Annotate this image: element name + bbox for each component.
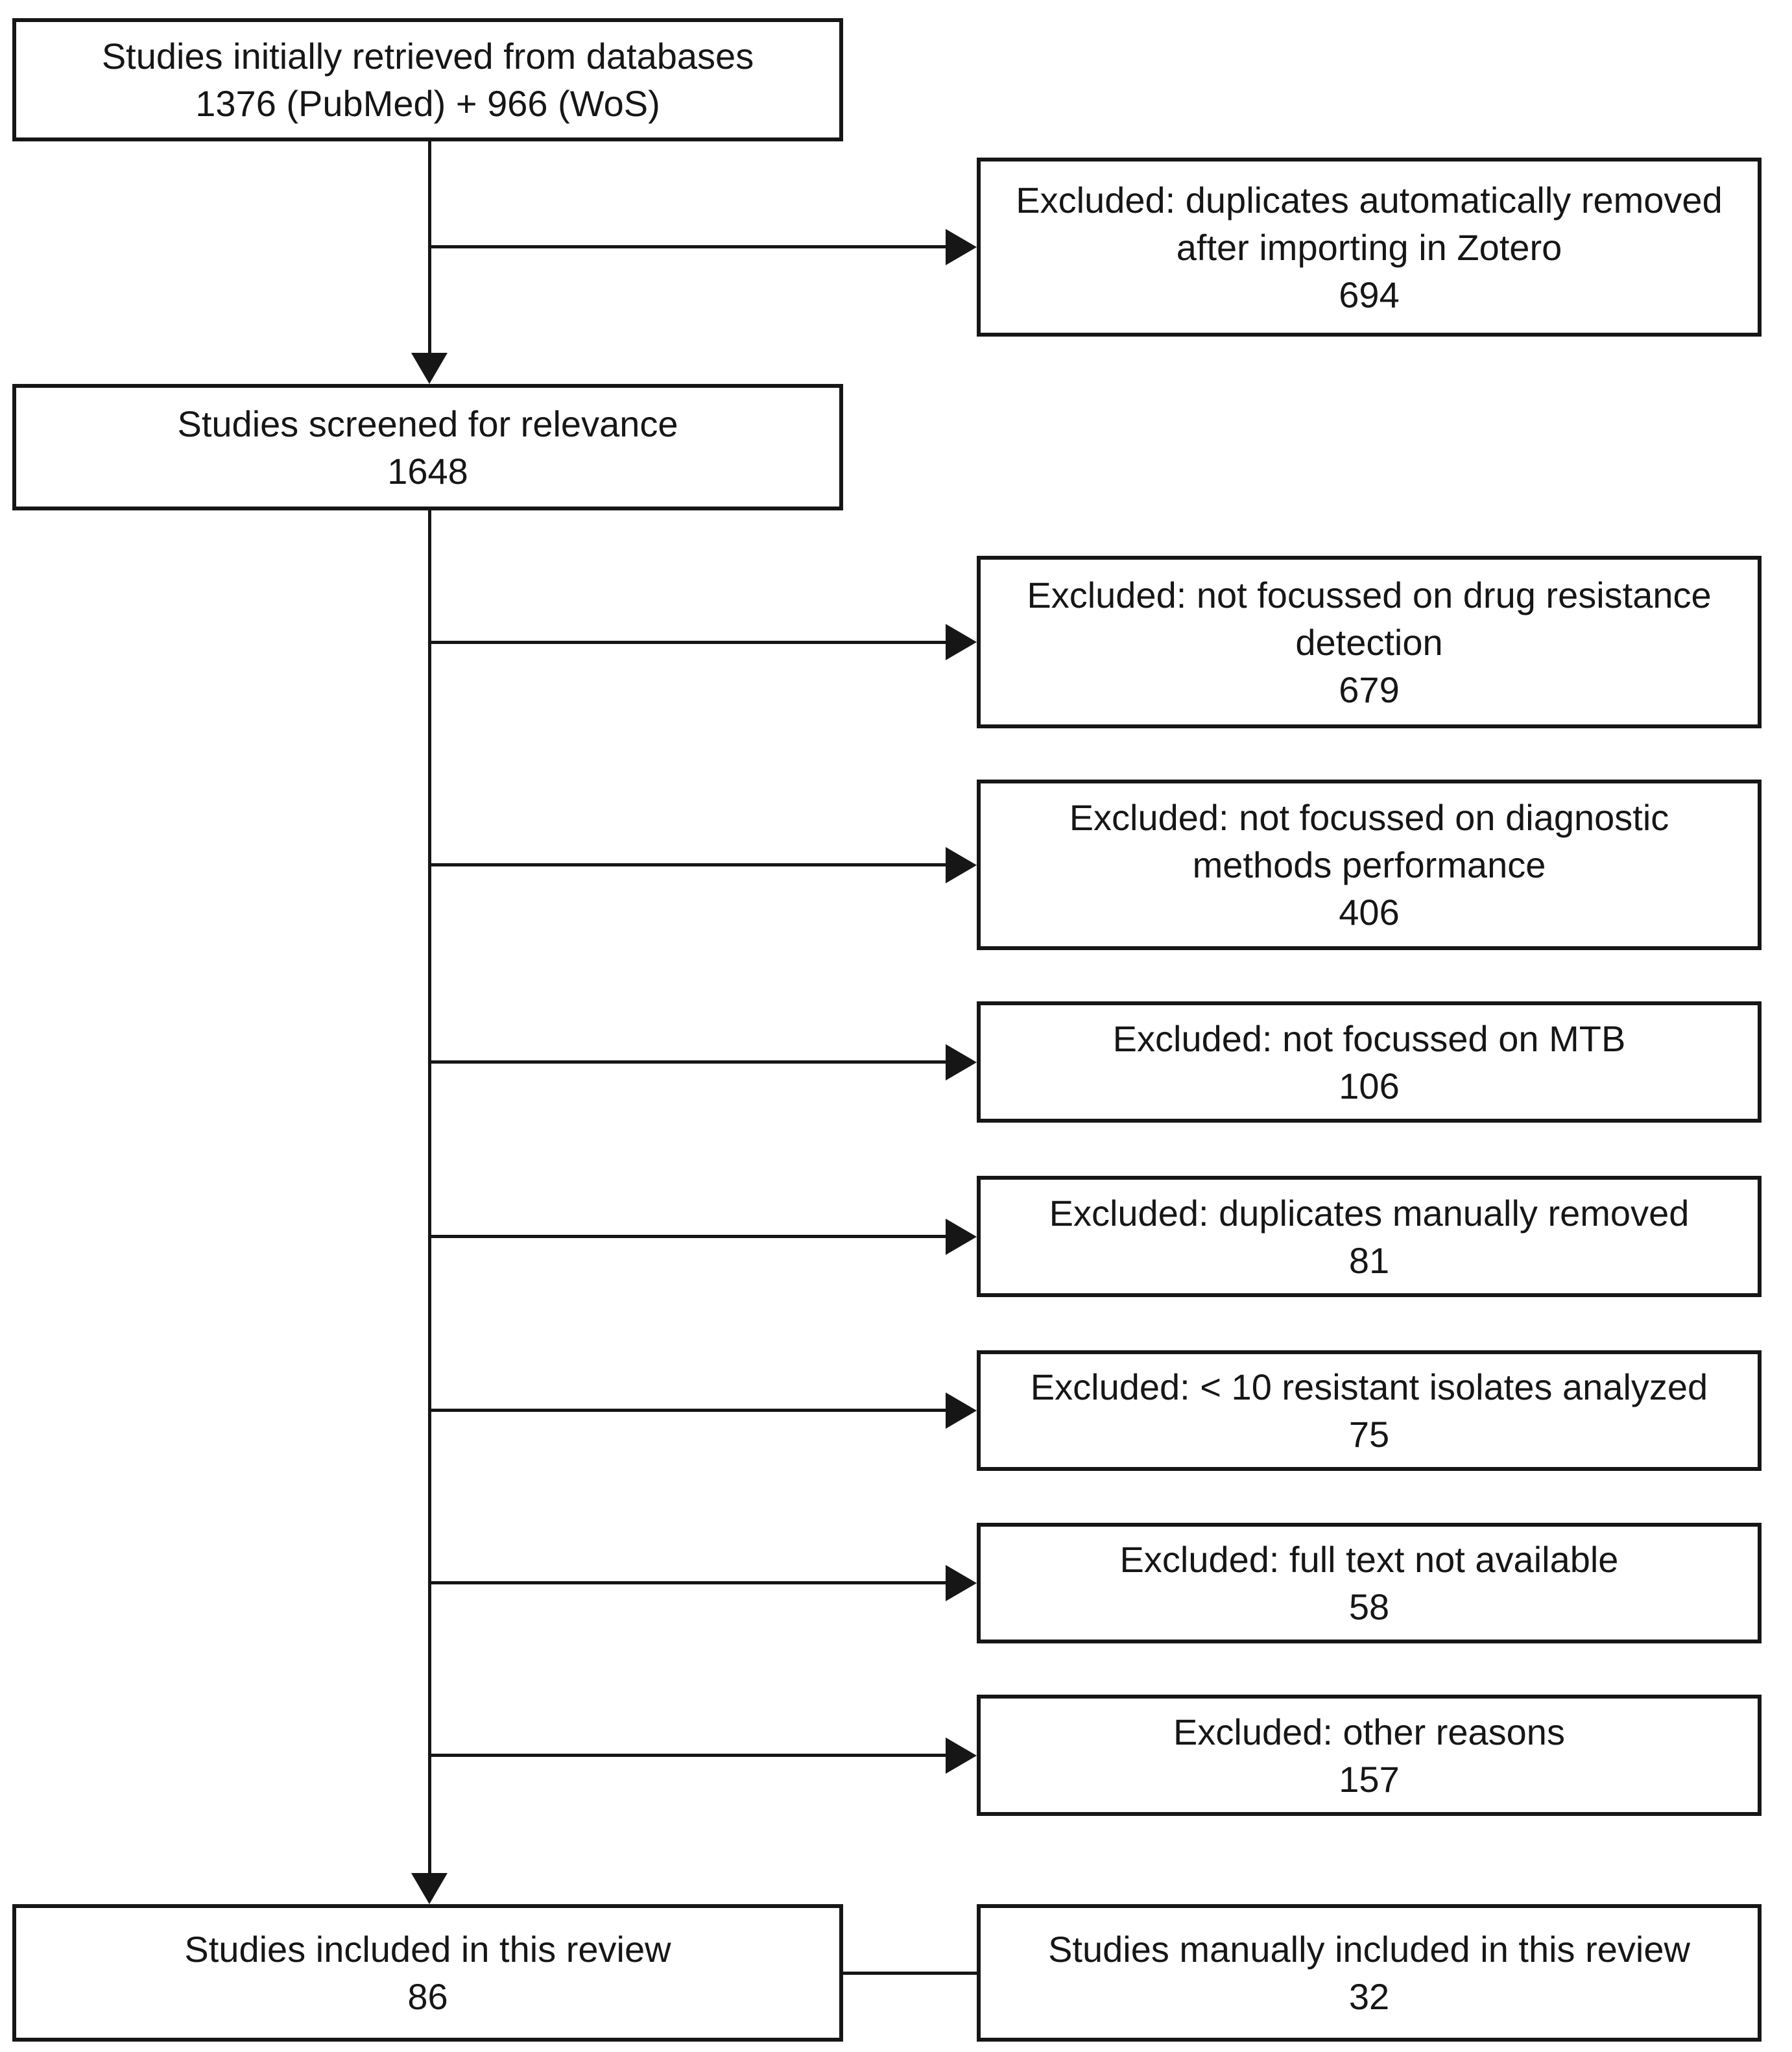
arrow-to-excluded-drug-resistance-line (429, 641, 947, 644)
text-line: detection (1295, 621, 1443, 663)
arrow-to-excluded-fulltext-line (429, 1581, 947, 1584)
text-line: Excluded: full text not available (1119, 1539, 1619, 1580)
arrowhead-to-excluded-fulltext (946, 1565, 977, 1601)
text-line: 32 (1348, 1976, 1390, 2017)
text-line: 1648 (387, 450, 468, 492)
box-studies-retrieved: Studies initially retrieved from databas… (12, 18, 843, 141)
text-line: Excluded: duplicates manually removed (1049, 1192, 1690, 1234)
arrowhead-to-excluded-drug-resistance (946, 624, 977, 660)
box-excluded-fulltext: Excluded: full text not available 58 (977, 1523, 1762, 1643)
text-line: after importing in Zotero (1176, 226, 1562, 268)
text-line: methods performance (1192, 844, 1546, 885)
box-excluded-manual-duplicates: Excluded: duplicates manually removed 81 (977, 1176, 1762, 1297)
text-line: 157 (1339, 1758, 1400, 1800)
arrow-to-excluded-few-isolates-line (429, 1409, 947, 1412)
box-excluded-other: Excluded: other reasons 157 (977, 1695, 1762, 1816)
box-studies-screened: Studies screened for relevance 1648 (12, 384, 843, 510)
text-line: Excluded: < 10 resistant isolates analyz… (1030, 1366, 1708, 1407)
arrowhead-to-excluded-zotero (946, 229, 977, 265)
text-line: Studies initially retrieved from databas… (101, 36, 754, 77)
text-line: 406 (1339, 892, 1400, 933)
text-line: Studies screened for relevance (177, 403, 678, 444)
arrowhead-to-excluded-few-isolates (946, 1392, 977, 1429)
text-line: 81 (1348, 1239, 1390, 1281)
text-line: 679 (1339, 669, 1400, 710)
arrowhead-to-excluded-manual-duplicates (946, 1219, 977, 1255)
box-excluded-zotero-duplicates: Excluded: duplicates automatically remov… (977, 158, 1762, 337)
text-line: Excluded: not focussed on diagnostic (1069, 797, 1669, 838)
arrow-to-excluded-manual-duplicates-line (429, 1235, 947, 1238)
box-excluded-few-isolates: Excluded: < 10 resistant isolates analyz… (977, 1350, 1762, 1471)
arrow-to-excluded-zotero-line (429, 245, 947, 248)
arrow-screened-to-included-line (428, 509, 431, 1876)
arrowhead-to-excluded-other (946, 1737, 977, 1774)
arrowhead-to-excluded-mtb (946, 1044, 977, 1080)
box-excluded-diagnostic-methods: Excluded: not focussed on diagnostic met… (977, 780, 1762, 950)
text-line: 75 (1348, 1414, 1390, 1455)
box-excluded-drug-resistance: Excluded: not focussed on drug resistanc… (977, 556, 1762, 728)
arrowhead-retrieved-to-screened (411, 353, 448, 384)
text-line: 1376 (PubMed) + 966 (WoS) (195, 83, 660, 124)
arrowhead-screened-to-included (411, 1873, 448, 1904)
box-excluded-mtb: Excluded: not focussed on MTB 106 (977, 1001, 1762, 1123)
connector-included-to-manually-included (843, 1972, 977, 1975)
text-line: Excluded: duplicates automatically remov… (1016, 179, 1723, 221)
text-line: Studies included in this review (184, 1929, 671, 1970)
text-line: 86 (407, 1976, 448, 2017)
text-line: Excluded: not focussed on MTB (1112, 1018, 1626, 1059)
text-line: Excluded: other reasons (1173, 1711, 1565, 1752)
text-line: 694 (1339, 274, 1400, 315)
arrow-retrieved-to-screened-line (428, 141, 431, 355)
text-line: Excluded: not focussed on drug resistanc… (1027, 574, 1712, 615)
box-studies-manually-included: Studies manually included in this review… (977, 1904, 1762, 2042)
arrowhead-to-excluded-diagnostic (946, 847, 977, 883)
arrow-to-excluded-mtb-line (429, 1060, 947, 1064)
box-studies-included: Studies included in this review 86 (12, 1904, 843, 2042)
arrow-to-excluded-diagnostic-line (429, 863, 947, 866)
text-line: 106 (1339, 1065, 1400, 1106)
arrow-to-excluded-other-line (429, 1754, 947, 1757)
text-line: 58 (1348, 1586, 1390, 1627)
text-line: Studies manually included in this review (1048, 1929, 1690, 1970)
